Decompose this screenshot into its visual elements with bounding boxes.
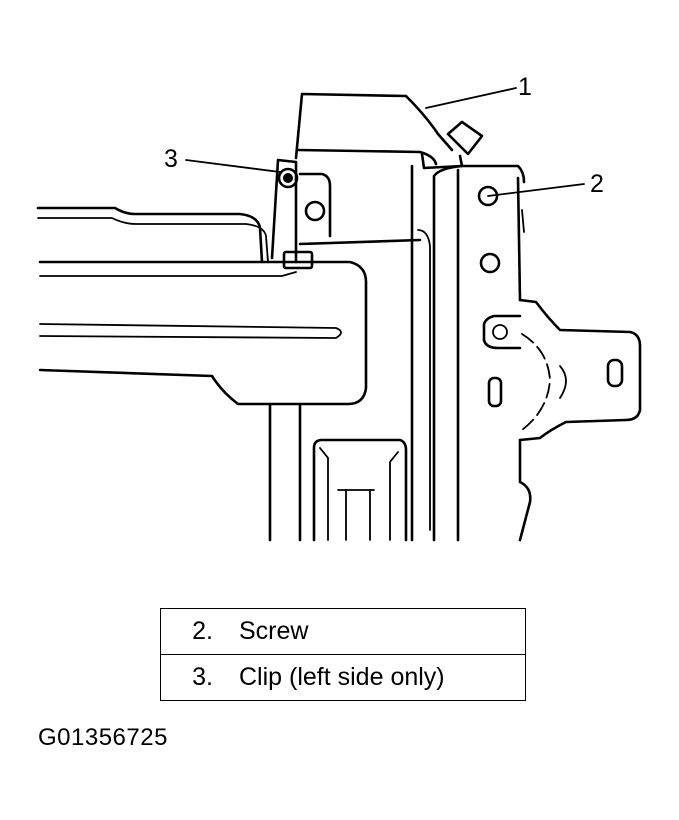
- upper-rail: [36, 206, 368, 406]
- callout-2: 2: [590, 170, 604, 198]
- callout-1: 1: [518, 73, 532, 101]
- main-post: [410, 164, 532, 542]
- legend-cell: 3. Clip (left side only): [160, 654, 526, 701]
- legend-row: 3. Clip (left side only): [160, 654, 526, 701]
- radiator-support-diagram: 1 2 3: [36, 73, 642, 542]
- legend-text: Clip (left side only): [239, 663, 445, 691]
- legend-number: 2.: [192, 617, 213, 645]
- clip-bracket: [270, 158, 422, 264]
- legend-text: Screw: [239, 617, 309, 645]
- legend-table: 2. Screw 3. Clip (left side only): [160, 608, 526, 701]
- callout-3: 3: [164, 145, 178, 173]
- top-bracket: [294, 92, 484, 170]
- lower-upright: [268, 402, 408, 542]
- side-bracket: [518, 298, 642, 442]
- figure-id: G01356725: [38, 724, 168, 751]
- leader-lines: [185, 87, 585, 197]
- legend-number: 3.: [192, 663, 213, 691]
- legend-cell: 2. Screw: [160, 608, 526, 655]
- legend-row: 2. Screw: [160, 608, 526, 655]
